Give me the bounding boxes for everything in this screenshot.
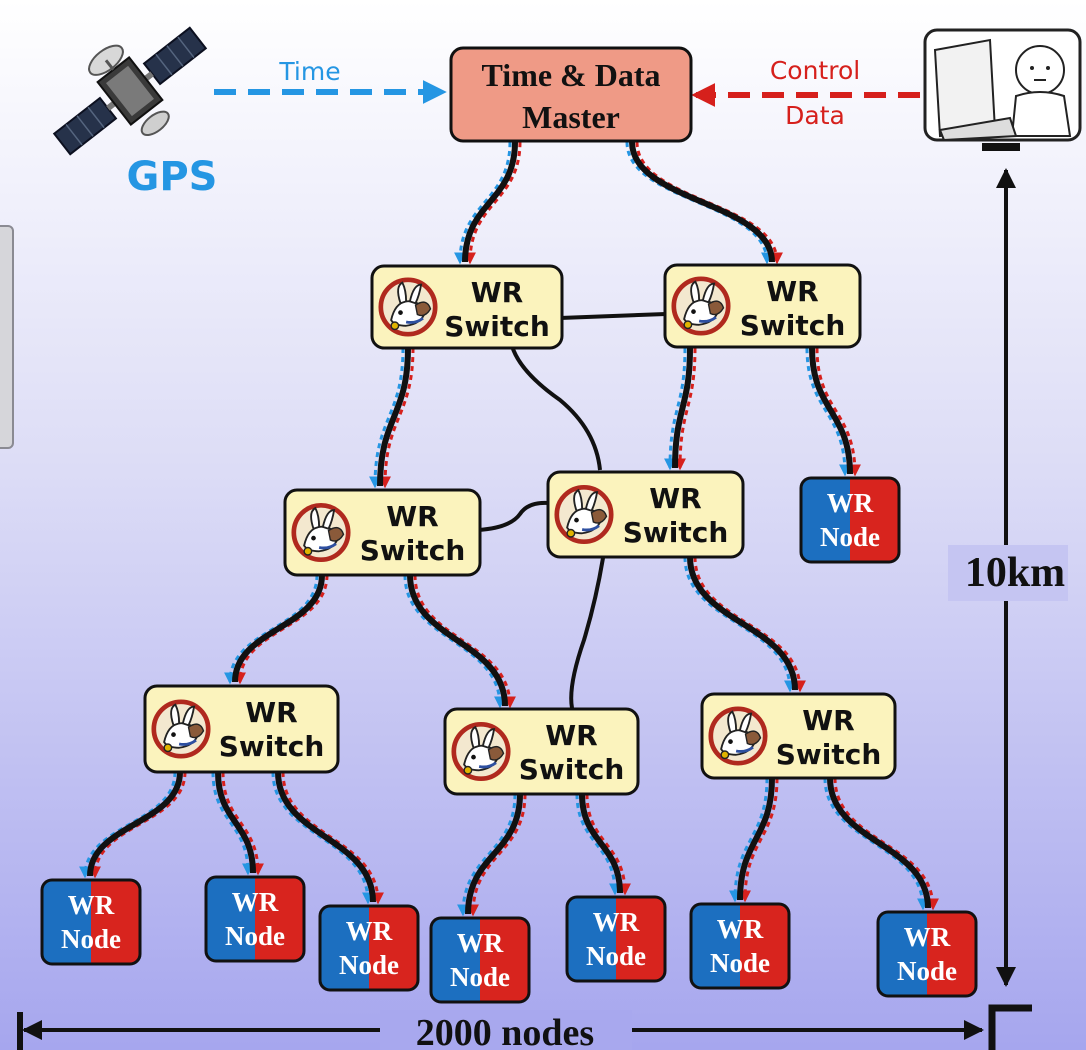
tree-link — [805, 347, 861, 477]
node-label-line1: WR — [827, 488, 874, 518]
wr-node[interactable]: WR Node — [204, 875, 306, 963]
switch-label-line1: WR — [649, 482, 701, 515]
tree-link — [664, 347, 697, 471]
rabbit-logo-icon — [294, 505, 348, 559]
node-label-line1: WR — [346, 916, 393, 946]
switch-label-line2: Switch — [444, 310, 550, 343]
time-data-master[interactable]: Time & Data Master — [449, 46, 693, 143]
tree-link — [454, 141, 522, 265]
node-label-line1: WR — [904, 922, 951, 952]
tree-link — [625, 141, 783, 265]
rabbit-logo-icon — [557, 487, 611, 541]
node-label-line1: WR — [593, 907, 640, 937]
gps-label: GPS — [127, 154, 218, 200]
node-label-line1: WR — [68, 890, 115, 920]
rabbit-logo-icon — [381, 280, 435, 334]
tree-link — [729, 777, 779, 903]
wr-switches: WRSwitchWRSwitchWRSwitchWRSwitchWRSwitch… — [143, 263, 897, 796]
switch-label-line1: WR — [766, 275, 818, 308]
tree-link — [457, 793, 527, 917]
height-label: 10km — [965, 550, 1065, 596]
node-label-line2: Node — [225, 921, 285, 951]
data-link-label: Data — [785, 101, 845, 130]
tree-link — [575, 793, 631, 896]
node-label-line1: WR — [232, 887, 279, 917]
time-link-label: Time — [278, 57, 340, 86]
rabbit-logo-icon — [154, 702, 208, 756]
rabbit-logo-icon — [454, 724, 508, 778]
switch-label-line1: WR — [802, 704, 854, 737]
node-label-line2: Node — [586, 941, 646, 971]
control-link-label: Control — [770, 56, 860, 85]
node-label-line1: WR — [717, 914, 764, 944]
tree-link — [369, 347, 415, 489]
switch-label-line2: Switch — [519, 753, 625, 786]
node-label-line1: WR — [457, 928, 504, 958]
tree-link — [224, 574, 329, 685]
wr-node[interactable]: WR Node — [876, 910, 978, 998]
width-label: 2000 nodes — [416, 1012, 594, 1050]
tree-link — [823, 777, 939, 911]
side-panel-tab[interactable] — [0, 225, 14, 449]
switch-label-line1: WR — [471, 276, 523, 309]
node-label-line2: Node — [897, 956, 957, 986]
tree-link — [403, 574, 516, 709]
operator-computer-icon — [923, 28, 1082, 151]
master-label-line1: Time & Data — [482, 57, 661, 93]
rabbit-logo-icon — [711, 709, 765, 763]
switch-label-line2: Switch — [776, 738, 882, 771]
tree-link — [79, 771, 187, 879]
node-label-line2: Node — [450, 962, 510, 992]
switch-label-line1: WR — [545, 719, 597, 752]
node-label-line2: Node — [61, 924, 121, 954]
switch-label-line2: Switch — [623, 516, 729, 549]
switch-interconnects — [477, 312, 667, 709]
node-label-line2: Node — [710, 948, 770, 978]
master-label-line2: Master — [522, 99, 620, 135]
tree-links — [79, 141, 939, 917]
switch-label-line2: Switch — [360, 534, 466, 567]
node-label-line2: Node — [339, 950, 399, 980]
wr-node[interactable]: WR Node — [318, 904, 420, 992]
tree-link — [271, 771, 384, 905]
wr-node[interactable]: WR Node — [565, 895, 667, 983]
rabbit-logo-icon — [674, 279, 728, 333]
node-label-line2: Node — [820, 522, 880, 552]
tree-link — [683, 556, 806, 693]
wr-node[interactable]: WR Node — [689, 902, 791, 990]
wr-node[interactable]: WR Node — [799, 476, 901, 564]
corner-bracket — [988, 1004, 1032, 1050]
tree-link — [211, 771, 264, 876]
wr-node[interactable]: WR Node — [40, 878, 142, 966]
wr-node[interactable]: WR Node — [429, 916, 531, 1004]
switch-label-line2: Switch — [740, 309, 846, 342]
switch-label-line1: WR — [386, 500, 438, 533]
switch-label-line2: Switch — [219, 730, 325, 763]
switch-label-line1: WR — [245, 696, 297, 729]
